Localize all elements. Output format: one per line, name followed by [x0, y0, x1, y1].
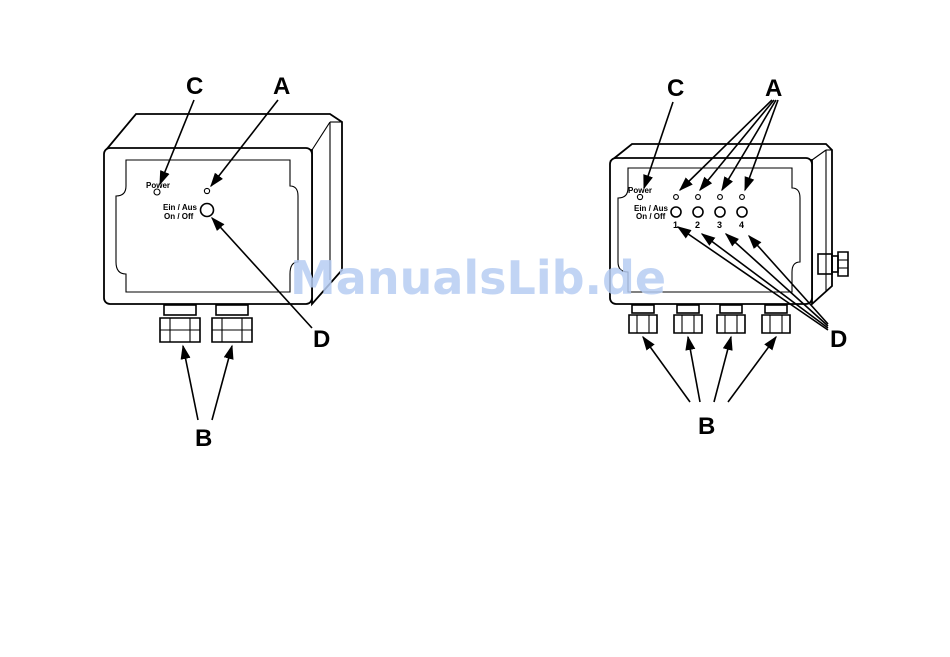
right-channel-number-2: 2	[695, 220, 700, 230]
right-cable-gland-4	[762, 305, 790, 333]
right-channel-number-3: 3	[717, 220, 722, 230]
right-leader-b4	[728, 337, 776, 402]
right-callout-b: B	[698, 413, 715, 440]
left-callout-b: B	[195, 425, 212, 452]
left-power-label: Power	[146, 181, 170, 190]
right-callout-c: C	[667, 75, 684, 102]
right-leader-b1	[643, 337, 690, 402]
right-switch-label-en: On / Off	[636, 212, 666, 221]
right-cable-gland-1	[629, 305, 657, 333]
right-cable-gland-3	[717, 305, 745, 333]
left-callout-c: C	[186, 73, 203, 100]
left-cable-gland-1	[160, 305, 200, 342]
left-leader-b1	[183, 346, 198, 420]
right-channel-number-1: 1	[673, 220, 678, 230]
watermark: ManualsLib.de	[290, 251, 666, 305]
left-leader-b2	[212, 346, 232, 420]
left-housing-front	[104, 148, 312, 304]
left-callout-d: D	[313, 326, 330, 353]
right-leader-b3	[714, 337, 731, 402]
right-leader-b2	[688, 337, 700, 402]
right-power-label: Power	[628, 186, 652, 195]
right-callout-d: D	[830, 326, 847, 353]
left-switch-label-de: Ein / Aus	[163, 203, 197, 212]
right-callout-a: A	[765, 75, 782, 102]
left-switch-label-en: On / Off	[164, 212, 194, 221]
left-callout-a: A	[273, 73, 290, 100]
left-cable-gland-2	[212, 305, 252, 342]
right-channel-number-4: 4	[739, 220, 744, 230]
right-cable-gland-2	[674, 305, 702, 333]
